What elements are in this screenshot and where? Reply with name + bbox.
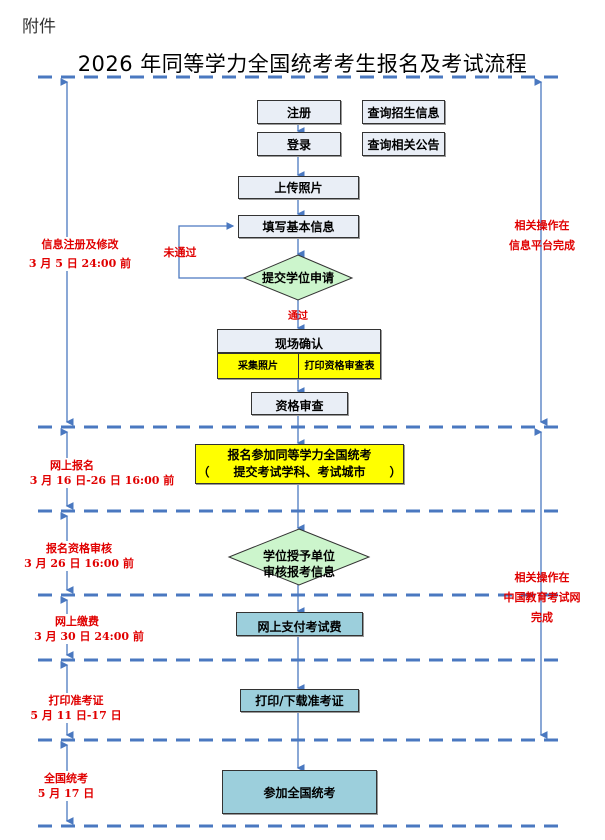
online-payment-box: 网上支付考试费 xyxy=(236,612,363,636)
register-exam-line2: （ 提交考试学科、考试城市 ） xyxy=(197,465,402,479)
fill-basic-info-box: 填写基本信息 xyxy=(238,215,359,238)
stage-info-registration: 信息注册及修改 3 月 5 日 24:00 前 xyxy=(20,237,140,271)
degree-unit-review-line2: 审核报考信息 xyxy=(262,565,335,579)
upload-photo-label: 上传照片 xyxy=(274,181,323,195)
stage-online-registration: 网上报名 3 月 16 日-26 日 16:00 前 xyxy=(22,458,182,488)
stage-name: 打印准考证 xyxy=(48,694,104,707)
not-passed-label: 未通过 xyxy=(163,246,197,259)
print-admission-ticket-label: 打印/下载准考证 xyxy=(255,694,344,708)
platform-info-note: 相关操作在 信息平台完成 xyxy=(497,216,587,256)
platform-line: 完成 xyxy=(531,611,553,624)
attend-exam-box: 参加全国统考 xyxy=(222,770,377,814)
platform-line: 中国教育考试网 xyxy=(503,591,581,604)
degree-unit-review-diamond xyxy=(227,528,371,586)
submit-degree-application-diamond xyxy=(242,254,354,301)
attend-exam-label: 参加全国统考 xyxy=(263,785,336,800)
query-admission-info-label: 查询招生信息 xyxy=(367,105,440,120)
stage-name: 网上缴费 xyxy=(55,615,99,628)
qualification-review-box: 资格审查 xyxy=(251,392,348,415)
qualification-review-label: 资格审查 xyxy=(275,399,324,413)
collect-photo-box: 采集照片 xyxy=(217,353,299,379)
collect-photo-label: 采集照片 xyxy=(238,360,278,372)
submit-degree-application-label: 提交学位申请 xyxy=(261,271,334,285)
stage-qualification-check: 报名资格审核 3 月 26 日 16:00 前 xyxy=(20,541,138,571)
stage-deadline: 3 月 26 日 16:00 前 xyxy=(24,557,134,570)
stage-name: 报名资格审核 xyxy=(46,542,112,555)
stage-print-ticket: 打印准考证 5 月 11 日-17 日 xyxy=(30,693,122,723)
onsite-confirm-box: 现场确认 xyxy=(217,329,381,353)
print-admission-ticket-box: 打印/下载准考证 xyxy=(240,689,359,712)
attachment-label: 附件 xyxy=(22,17,56,37)
register-exam-box: 报名参加同等学力全国统考 （ 提交考试学科、考试城市 ） xyxy=(195,444,404,484)
stage-name: 网上报名 xyxy=(50,459,94,472)
fill-basic-info-label: 填写基本信息 xyxy=(262,220,335,234)
register-label: 注册 xyxy=(286,105,311,120)
stage-online-payment: 网上缴费 3 月 30 日 24:00 前 xyxy=(30,614,148,644)
platform-line: 相关操作在 xyxy=(514,571,570,584)
upload-photo-box: 上传照片 xyxy=(238,176,359,199)
platform-line: 信息平台完成 xyxy=(509,239,575,252)
stage-deadline: 3 月 5 日 24:00 前 xyxy=(28,257,132,270)
page-title: 2026 年同等学力全国统考考生报名及考试流程 xyxy=(77,52,528,76)
stage-deadline: 3 月 16 日-26 日 16:00 前 xyxy=(29,474,175,487)
register-box: 注册 xyxy=(257,100,341,124)
stage-name: 全国统考 xyxy=(44,772,88,785)
print-review-form-label: 打印资格审查表 xyxy=(304,360,375,372)
stage-deadline: 5 月 17 日 xyxy=(37,787,95,800)
login-label: 登录 xyxy=(286,137,311,152)
reject-loop-arrow xyxy=(178,222,248,279)
platform-exam-site-note: 相关操作在 中国教育考试网 完成 xyxy=(494,568,590,628)
stage-deadline: 5 月 11 日-17 日 xyxy=(30,709,122,722)
online-payment-label: 网上支付考试费 xyxy=(257,620,342,634)
stage-national-exam: 全国统考 5 月 17 日 xyxy=(34,771,98,801)
register-exam-line1: 报名参加同等学力全国统考 xyxy=(227,448,372,462)
print-review-form-box: 打印资格审查表 xyxy=(298,353,381,379)
query-announcements-label: 查询相关公告 xyxy=(367,137,440,152)
stage-deadline: 3 月 30 日 24:00 前 xyxy=(34,630,144,643)
stage-name: 信息注册及修改 xyxy=(41,238,119,251)
platform-line: 相关操作在 xyxy=(514,219,570,232)
degree-unit-review-label: 学位授予单位 审核报考信息 xyxy=(244,548,354,580)
degree-unit-review-line1: 学位授予单位 xyxy=(262,549,335,563)
query-admission-info-box: 查询招生信息 xyxy=(362,100,445,124)
login-box: 登录 xyxy=(257,132,341,156)
query-announcements-box: 查询相关公告 xyxy=(362,132,445,156)
onsite-confirm-label: 现场确认 xyxy=(274,337,323,351)
passed-label: 通过 xyxy=(288,311,308,322)
